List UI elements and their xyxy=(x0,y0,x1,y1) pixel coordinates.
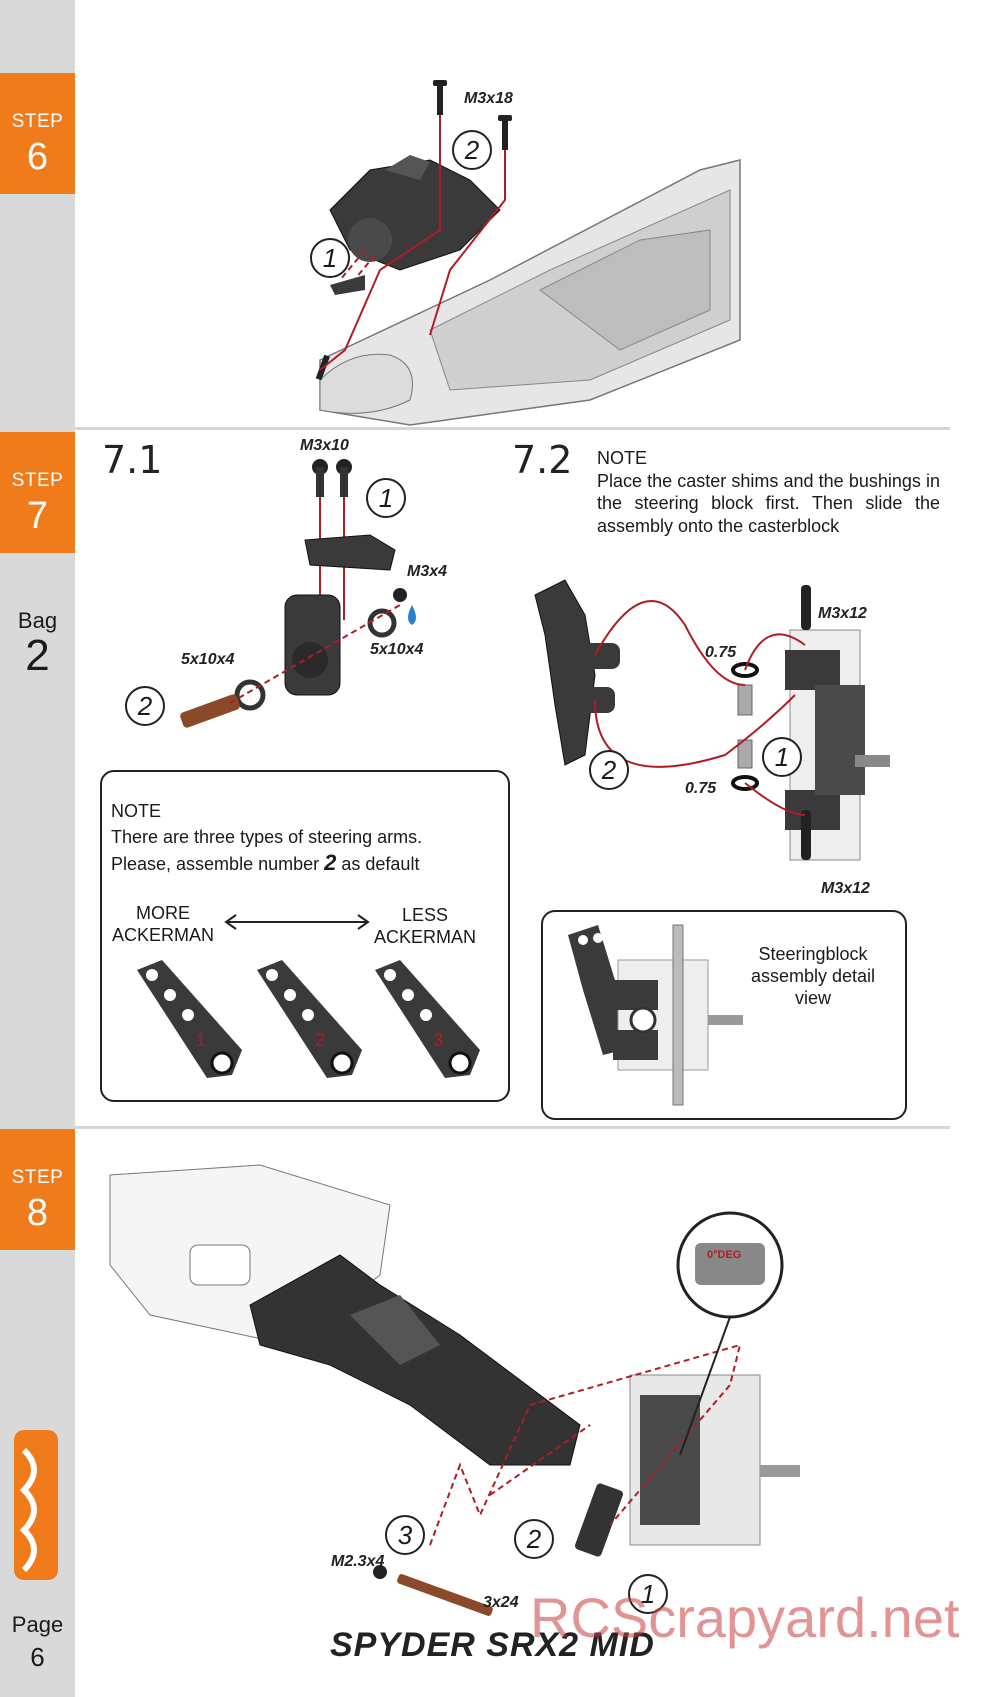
bag-number: 2 xyxy=(25,631,50,680)
bag-label: Bag xyxy=(17,608,58,633)
step-label: STEP xyxy=(11,470,64,491)
step-label: STEP xyxy=(11,1167,64,1188)
callout-1: 1 xyxy=(310,238,350,278)
step-7-1-illustration xyxy=(180,459,416,728)
section-divider xyxy=(75,1126,950,1129)
less-ackerman-label: LESS ACKERMAN xyxy=(374,905,477,947)
arm-number-1: 1 xyxy=(196,1030,207,1050)
insert-degree-label: 0°DEG xyxy=(707,1249,742,1261)
note-line-1: There are three types of steering arms. xyxy=(111,827,423,847)
label-screw-m3x10: M3x10 xyxy=(300,437,349,454)
note-7-2: NOTE Place the caster shims and the bush… xyxy=(597,447,940,537)
step-number: 7 xyxy=(26,495,49,537)
label-screw-m3x18: M3x18 xyxy=(464,90,513,107)
detail-caption: Steeringblock assembly detail view xyxy=(750,944,876,1008)
brand-logo: SPYDER SRX2 MID xyxy=(330,1626,655,1664)
label-shim-0-75: 0.75 xyxy=(685,780,717,797)
sidebar xyxy=(0,0,75,1697)
step-label: STEP xyxy=(11,111,64,132)
step-8-tab: STEP 8 xyxy=(0,1129,75,1250)
label-screw-m2-3x4: M2.3x4 xyxy=(331,1553,385,1570)
sub-step-7-1-number: 7.1 xyxy=(102,438,163,482)
page-number: 6 xyxy=(30,1642,45,1672)
default-arm-number: 2 xyxy=(324,850,337,875)
label-shim-0-75: 0.75 xyxy=(705,644,737,661)
note-title: NOTE xyxy=(111,801,162,821)
callout-2: 2 xyxy=(514,1519,554,1559)
section-divider xyxy=(75,427,950,430)
callout-2: 2 xyxy=(125,686,165,726)
note-line-2-text: Please, assemble number xyxy=(111,854,320,874)
double-arrow-icon xyxy=(224,914,370,930)
steering-arm-3 xyxy=(375,960,480,1078)
arm-number-2: 2 xyxy=(315,1030,326,1050)
label-pin-3x24: 3x24 xyxy=(483,1594,519,1611)
callout-1: 1 xyxy=(628,1574,668,1614)
note-line-2-suffix: as default xyxy=(341,854,420,874)
step-number: 6 xyxy=(26,136,49,178)
steeringblock-detail-illustration xyxy=(568,924,743,1106)
page-label: Page xyxy=(11,1612,64,1637)
note-text: NOTE There are three types of steering a… xyxy=(111,798,422,877)
callout-1: 1 xyxy=(366,478,406,518)
callout-1: 1 xyxy=(762,737,802,777)
watermark: RCScrapyard.net xyxy=(530,1586,960,1649)
steeringblock-detail-box: Steeringblock assembly detail view xyxy=(541,910,907,1120)
serpent-logo xyxy=(14,1430,58,1580)
step-6-illustration xyxy=(315,80,741,426)
label-screw-m3x4: M3x4 xyxy=(407,563,448,580)
label-screw-m3x12: M3x12 xyxy=(818,605,867,622)
sub-step-7-2-number: 7.2 xyxy=(512,438,573,482)
more-ackerman-label: MORE ACKERMAN xyxy=(112,903,215,945)
step-8-illustration xyxy=(109,1164,800,1616)
step-7-tab: STEP 7 xyxy=(0,432,75,553)
page-indicator: Page 6 xyxy=(0,1612,75,1673)
steering-arm-types xyxy=(137,960,480,1078)
label-screw-m3x12: M3x12 xyxy=(821,880,870,897)
label-bearing-5x10x4: 5x10x4 xyxy=(181,651,235,668)
note-text: Place the caster shims and the bushings … xyxy=(597,470,940,536)
note-title: NOTE xyxy=(597,448,648,468)
steering-arm-1 xyxy=(137,960,242,1078)
steering-arm-note-box: NOTE There are three types of steering a… xyxy=(100,770,510,1102)
label-bearing-5x10x4: 5x10x4 xyxy=(370,641,424,658)
callout-2: 2 xyxy=(452,130,492,170)
bag-indicator: Bag 2 xyxy=(0,608,75,678)
step-number: 8 xyxy=(26,1192,49,1234)
step-7-2-illustration xyxy=(534,579,890,861)
step-6-tab: STEP 6 xyxy=(0,73,75,194)
callout-2: 2 xyxy=(589,750,629,790)
arm-number-3: 3 xyxy=(433,1030,444,1050)
note-line-2: Please, assemble number 2 as default xyxy=(111,850,422,877)
callout-3: 3 xyxy=(385,1515,425,1555)
steering-arm-2 xyxy=(257,960,362,1078)
